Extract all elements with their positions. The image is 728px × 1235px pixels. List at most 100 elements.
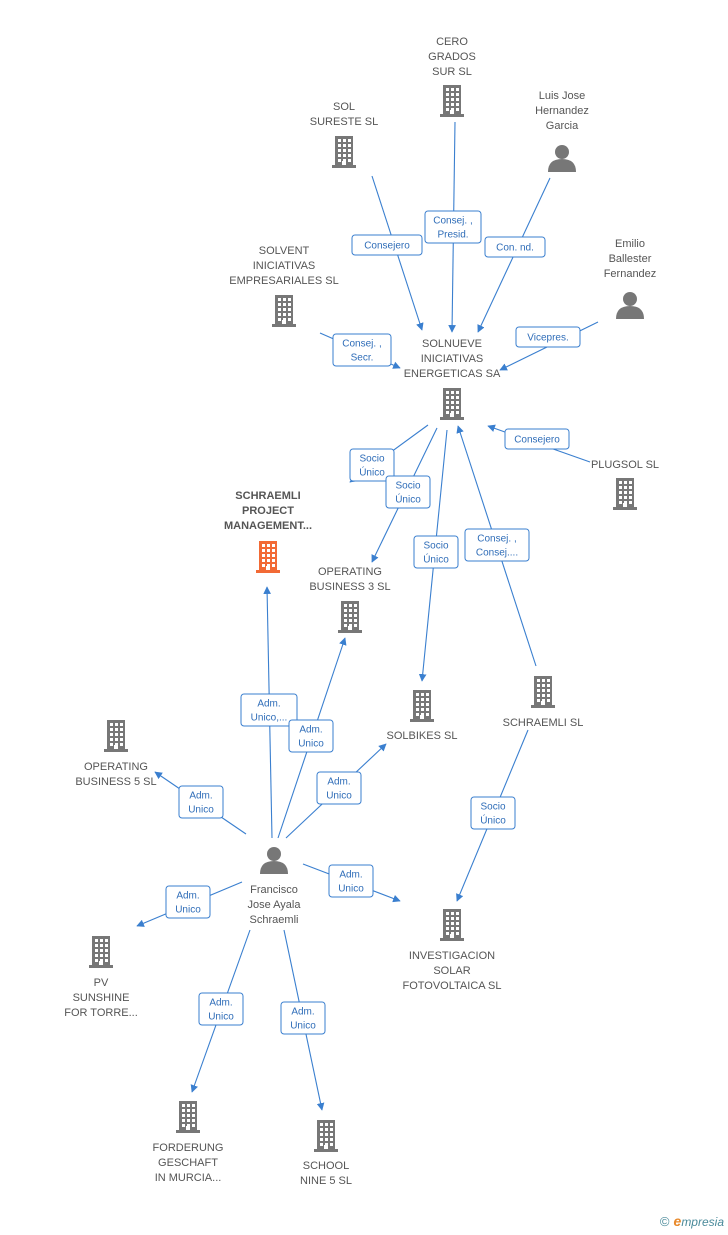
node-schraemli-pm[interactable]: SCHRAEMLIPROJECTMANAGEMENT... [224,490,312,573]
building-icon[interactable] [176,1101,200,1133]
building-icon[interactable] [89,936,113,968]
edge-label-plugsol-to-solnueve[interactable]: Consejero [504,428,570,450]
node-solbikes[interactable]: SOLBIKES SL [387,690,458,742]
node-label: INVESTIGACION [409,950,495,962]
edge-label-francisco-to-schraemli_pm[interactable]: Adm.Unico,... [240,693,298,727]
edge-label-sol-to-solnueve[interactable]: Consejero [351,234,423,256]
node-label: EMPRESARIALES SL [229,275,338,287]
edge-label-francisco-to-op3[interactable]: Adm.Unico [288,719,334,753]
person-icon[interactable] [548,145,576,172]
edge-label-text: Adm. [327,777,350,788]
edge-label-box[interactable] [316,771,362,805]
edge-label-solvent-to-solnueve[interactable]: Consej. ,Secr. [332,333,392,367]
edge-label-box[interactable] [280,1001,326,1035]
brand-name: mpresia [681,1215,724,1229]
node-label: INICIATIVAS [421,353,484,365]
edge-label-box[interactable] [424,210,482,244]
edge-label-text: Único [395,493,421,506]
edge-label-box[interactable] [515,326,581,348]
node-label: OPERATING [318,566,382,578]
edge-label-text: Único [359,466,385,479]
edge-label-box[interactable] [349,448,395,482]
node-label: IN MURCIA... [155,1172,222,1184]
building-icon[interactable] [272,295,296,327]
building-icon[interactable] [332,136,356,168]
building-icon[interactable] [104,720,128,752]
edge-label-text: Unico [208,1012,234,1023]
building-icon[interactable] [440,909,464,941]
edge-label-francisco-to-school[interactable]: Adm.Unico [280,1001,326,1035]
node-label: Hernandez [535,105,589,117]
edge-label-box[interactable] [178,785,224,819]
person-icon[interactable] [616,292,644,319]
node-label: SOLBIKES SL [387,730,458,742]
person-icon[interactable] [260,847,288,874]
edge-label-text: Único [423,553,449,566]
edge-label-text: Consejero [514,435,560,446]
edge-label-box[interactable] [504,428,570,450]
edge-label-francisco-to-investigacion[interactable]: Adm.Unico [328,864,374,898]
edge-label-box[interactable] [470,796,516,830]
edge-label-box[interactable] [484,236,546,258]
node-plugsol[interactable]: PLUGSOL SL [591,459,659,510]
edge-label-box[interactable] [165,885,211,919]
edge-label-box[interactable] [385,475,431,509]
brand-initial: e [673,1213,682,1229]
edge-label-box[interactable] [328,864,374,898]
building-icon[interactable] [338,601,362,633]
building-icon[interactable] [440,388,464,420]
edge-label-box[interactable] [332,333,392,367]
edge-label-text: Socio [423,541,448,552]
edge-label-francisco-to-solbikes[interactable]: Adm.Unico [316,771,362,805]
edge-label-francisco-to-pv[interactable]: Adm.Unico [165,885,211,919]
node-label: SOL [333,101,355,113]
building-icon[interactable] [410,690,434,722]
edge-label-cero-to-solnueve[interactable]: Consej. ,Presid. [424,210,482,244]
edge-label-box[interactable] [464,528,530,562]
edge-label-emilio-to-solnueve[interactable]: Vicepres. [515,326,581,348]
edge-label-box[interactable] [351,234,423,256]
node-label: ENERGETICAS SA [404,368,501,380]
node-label: PLUGSOL SL [591,459,659,471]
building-icon[interactable] [440,85,464,117]
building-icon[interactable] [613,478,637,510]
building-icon[interactable] [256,541,280,573]
edge-label-luis-to-solnueve[interactable]: Con. nd. [484,236,546,258]
node-label: FORDERUNG [153,1142,224,1154]
node-schraemli[interactable]: SCHRAEMLI SL [503,676,584,729]
node-label: Jose Ayala [247,899,301,911]
building-icon[interactable] [314,1120,338,1152]
node-label: SOLVENT [259,245,310,257]
edge-label-francisco-to-forderung[interactable]: Adm.Unico [198,992,244,1026]
building-icon[interactable] [531,676,555,708]
edge-label-text: Con. nd. [496,243,534,254]
edge-label-schraemli-to-solnueve[interactable]: Consej. ,Consej.... [464,528,530,562]
edge-label-box[interactable] [288,719,334,753]
edge-label-francisco-to-op5[interactable]: Adm.Unico [178,785,224,819]
edge-label-box[interactable] [240,693,298,727]
node-label: FOR TORRE... [64,1007,138,1019]
edge-label-text: Socio [395,481,420,492]
edge-label-box[interactable] [198,992,244,1026]
edge-label-box[interactable] [413,535,459,569]
edge-label-text: Presid. [437,230,468,241]
